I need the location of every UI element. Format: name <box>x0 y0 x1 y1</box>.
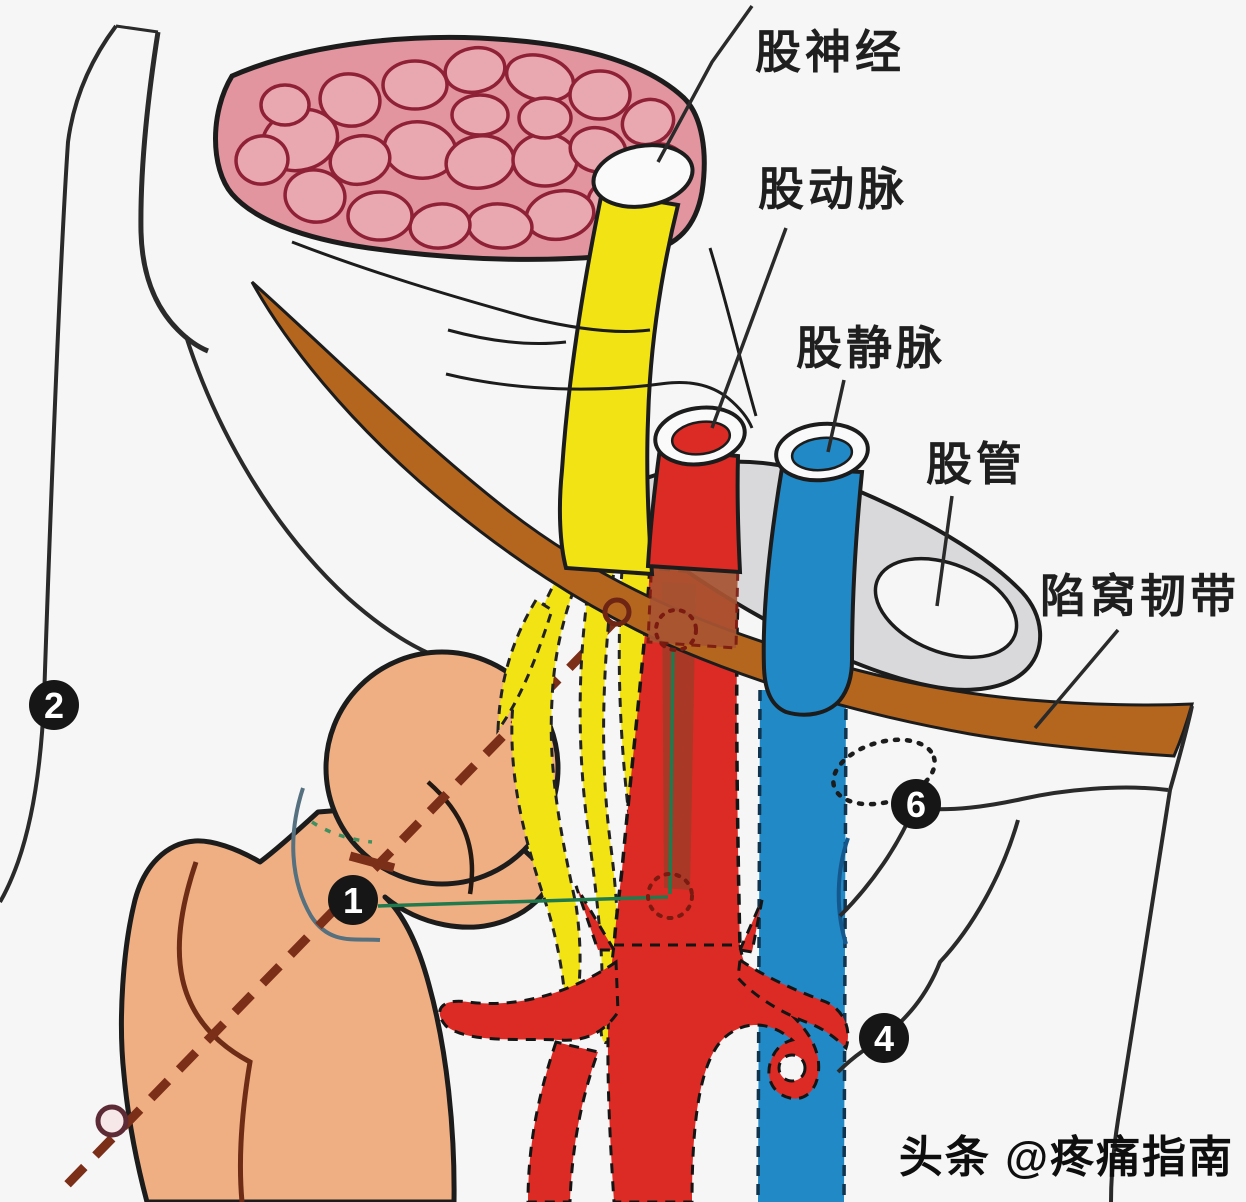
marker-badges: 2 1 6 4 <box>29 680 941 1063</box>
label-pointer-lines <box>656 4 1120 730</box>
anatomy-labels: 股神经 股动脉 股静脉 股管 陷窝韧带 <box>755 26 1240 622</box>
artery-under-ligament <box>646 554 740 650</box>
intertrochanteric-line <box>176 861 253 1202</box>
measurement-guides <box>377 608 698 920</box>
label-femoral-nerve: 股神经 <box>755 26 905 78</box>
femoral-nerve-trunk <box>557 143 695 577</box>
label-lacunar-ligament: 陷窝韧带 <box>1040 570 1240 622</box>
pelvis-sweep-line <box>184 335 447 662</box>
femoral-vein-tube <box>761 421 870 717</box>
label-femoral-artery: 股动脉 <box>758 163 908 215</box>
vein-cut-face <box>790 436 854 472</box>
right-side-contours <box>831 705 1194 1202</box>
marker-badge-2: 2 <box>29 680 79 730</box>
femoral-canal-opening <box>873 556 1019 660</box>
femoral-vein-hidden <box>756 689 850 1202</box>
femoral-artery-tube <box>645 405 747 575</box>
marker-4-number: 4 <box>874 1018 894 1059</box>
saphenous-opening-dashed <box>831 737 937 807</box>
acetabular-rim-arc <box>291 787 381 942</box>
marker-badge-4: 4 <box>859 1013 909 1063</box>
artery-branch-network <box>438 885 850 1202</box>
marker-2-number: 2 <box>44 685 64 726</box>
body-contour-lines <box>0 24 447 904</box>
fascia-lines <box>291 240 758 429</box>
axis-ring <box>95 1104 129 1138</box>
nerve-pointer <box>656 4 754 163</box>
label-femoral-vein: 股静脉 <box>796 322 946 374</box>
artery-pointer <box>710 227 788 429</box>
groin-crease-line <box>838 785 1169 918</box>
lacunar-pointer <box>1033 628 1120 730</box>
label-femoral-canal: 股管 <box>926 438 1026 490</box>
artery-point-upper <box>654 608 698 652</box>
artery-point-lower <box>646 872 694 920</box>
femur-bone <box>118 649 561 1202</box>
canal-pointer <box>935 495 954 607</box>
marker-badge-6: 6 <box>891 779 941 829</box>
iliopsoas-muscle-mass <box>213 34 707 262</box>
watermark-text: 头条 @疼痛指南 <box>899 1133 1234 1182</box>
thigh-contour <box>1109 705 1194 1202</box>
marker-1-number: 1 <box>343 880 363 921</box>
nerve-cut-face <box>591 143 695 209</box>
marker-badge-1: 1 <box>328 875 378 925</box>
artery-cut-face <box>670 420 732 456</box>
marker-6-number: 6 <box>906 784 926 825</box>
vein-pointer <box>826 379 846 453</box>
